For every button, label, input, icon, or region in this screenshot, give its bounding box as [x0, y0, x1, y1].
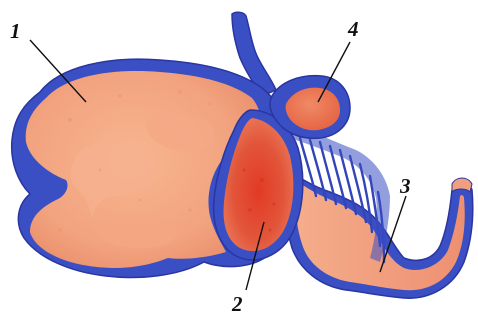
- label-1: 1: [10, 19, 21, 43]
- label-4: 4: [347, 17, 359, 41]
- label-2: 2: [231, 292, 243, 316]
- label-3: 3: [399, 174, 411, 198]
